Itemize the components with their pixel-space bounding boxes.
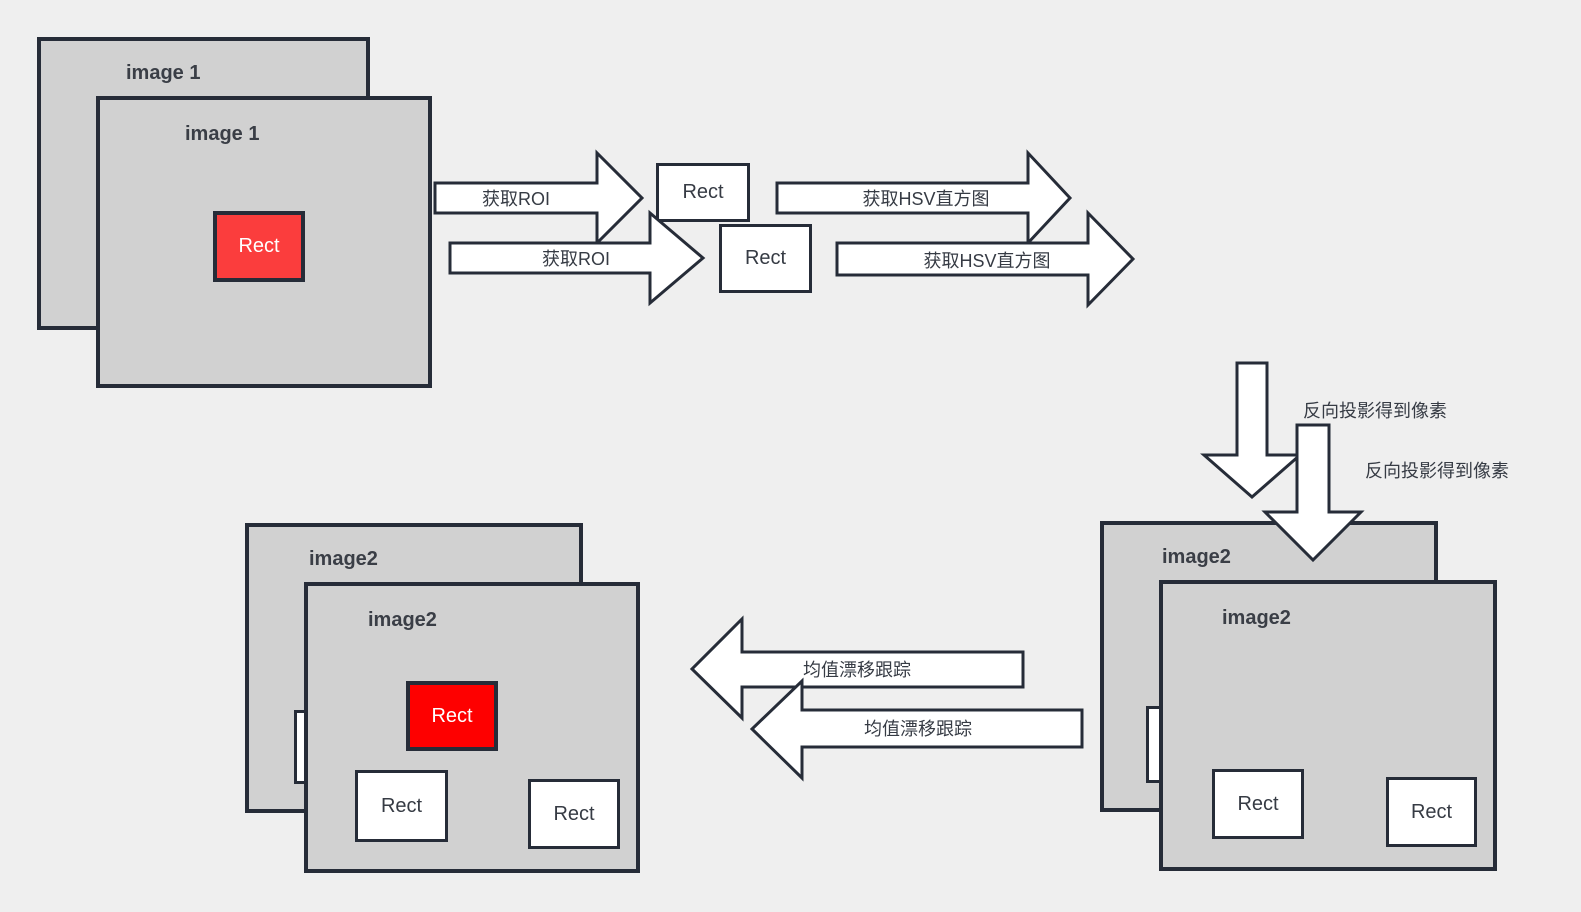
image2-result-front-label: image2 bbox=[368, 609, 437, 631]
get-roi-arrow-2 bbox=[448, 209, 706, 307]
image2-result-rect-2-label: Rect bbox=[553, 802, 595, 825]
get-hsv-arrow-1 bbox=[775, 149, 1073, 247]
get-roi-arrow-1 bbox=[433, 149, 645, 247]
get-roi-arrow-1-label: 获取ROI bbox=[481, 189, 551, 209]
image1-roi-rect-label: Rect bbox=[238, 235, 280, 257]
meanshift-arrow-2 bbox=[749, 677, 1084, 782]
image2-source-front-label: image2 bbox=[1222, 607, 1291, 629]
get-hsv-arrow-1-label: 获取HSV直方图 bbox=[862, 189, 990, 209]
meanshift-arrow-1 bbox=[689, 615, 1025, 722]
image2-source-rect-1-label: Rect bbox=[1237, 792, 1279, 815]
image2-result-rect-1-label: Rect bbox=[380, 794, 423, 817]
backproject-arrow-1-label: 反向投影得到像素 bbox=[1303, 401, 1447, 421]
backproject-arrow-2-label: 反向投影得到像素 bbox=[1365, 461, 1509, 481]
backproject-arrow-2 bbox=[1261, 423, 1365, 563]
image2-source-rect-1: Rect bbox=[1212, 769, 1304, 839]
image2-result-rect-1: Rect bbox=[355, 770, 448, 842]
get-hsv-arrow-2 bbox=[835, 209, 1136, 309]
image2-result-rect-2: Rect bbox=[528, 779, 620, 849]
backproject-arrow-1 bbox=[1200, 361, 1304, 499]
get-hsv-arrow-2-label: 获取HSV直方图 bbox=[923, 251, 1051, 271]
middle-rect-2-label: Rect bbox=[744, 247, 787, 269]
image2-result-red-rect: Rect bbox=[406, 681, 498, 751]
middle-rect-1: Rect bbox=[656, 163, 750, 222]
meanshift-arrow-1-label: 均值漂移跟踪 bbox=[803, 660, 911, 680]
image2-source-rect-2: Rect bbox=[1386, 777, 1477, 847]
get-roi-arrow-2-label: 获取ROI bbox=[541, 249, 611, 269]
image2-result-back-label: image2 bbox=[309, 548, 378, 570]
image2-source-back-label: image2 bbox=[1162, 546, 1231, 568]
image2-source-rect-2-label: Rect bbox=[1410, 800, 1453, 823]
meanshift-arrow-2-label: 均值漂移跟踪 bbox=[864, 719, 972, 739]
image1-front-frame: image 1 bbox=[96, 96, 432, 388]
image1-front-label: image 1 bbox=[185, 123, 260, 145]
middle-rect-2: Rect bbox=[719, 224, 812, 293]
middle-rect-1-label: Rect bbox=[682, 181, 724, 203]
image1-back-label: image 1 bbox=[126, 62, 201, 84]
image2-result-red-rect-label: Rect bbox=[431, 704, 473, 727]
image1-roi-rect: Rect bbox=[213, 211, 305, 282]
